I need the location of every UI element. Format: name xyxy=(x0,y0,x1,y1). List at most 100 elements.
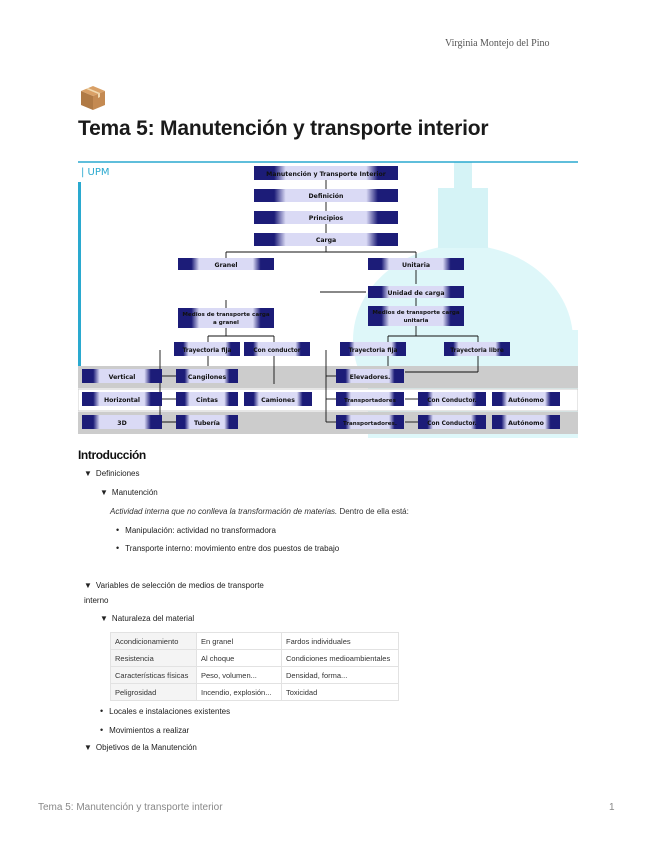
cell-con-conductor-h xyxy=(418,392,486,406)
cell-elevadores xyxy=(336,369,404,383)
svg-text:Principios: Principios xyxy=(309,215,344,222)
node-con-conductor-1 xyxy=(244,342,310,356)
svg-text:Con Conductor.: Con Conductor. xyxy=(427,421,476,427)
node-unitaria xyxy=(368,258,464,270)
cell-con-conductor-3d xyxy=(418,415,486,429)
svg-text:Cintas: Cintas xyxy=(196,397,218,404)
triangle-down-icon: ▼ xyxy=(100,488,108,497)
cell-transportadores-3d xyxy=(336,415,404,429)
package-box-icon xyxy=(78,83,108,113)
svg-text:Trayectoria libre: Trayectoria libre xyxy=(450,348,504,354)
definition-text: Actividad interna que no conlleva la tra… xyxy=(110,507,409,516)
svg-text:Unitaria: Unitaria xyxy=(402,262,430,269)
table-row: Peligrosidad Incendio, explosión... Toxi… xyxy=(110,683,399,701)
node-trayectoria-libre xyxy=(444,342,510,356)
upm-logo: | UPM xyxy=(81,167,110,178)
triangle-down-icon: ▼ xyxy=(84,469,92,478)
footer-title: Tema 5: Manutención y transporte interio… xyxy=(38,802,223,813)
cell-cangilones xyxy=(176,369,238,383)
list-item: Locales e instalaciones existentes xyxy=(100,706,230,716)
toggle-variables-continued: interno xyxy=(84,596,109,605)
cell-transportadores-h xyxy=(336,392,404,406)
svg-text:Unidad de carga: Unidad de carga xyxy=(387,290,444,297)
cell-autonomo-h xyxy=(492,392,560,406)
svg-text:Transportadores.: Transportadores. xyxy=(343,421,397,427)
cell-cintas xyxy=(176,392,238,406)
svg-text:Con Conductor.: Con Conductor. xyxy=(427,398,476,404)
toggle-label: Definiciones xyxy=(95,469,140,478)
svg-text:3D: 3D xyxy=(117,420,126,427)
table-cell: Resistencia xyxy=(110,649,197,667)
material-properties-table: Acondicionamiento En granel Fardos indiv… xyxy=(110,632,399,701)
toggle-naturaleza[interactable]: ▼Naturaleza del material xyxy=(100,614,194,623)
table-cell: Condiciones medioambientales xyxy=(281,649,399,667)
triangle-down-icon: ▼ xyxy=(100,614,108,623)
toggle-label: Variables de selección de medios de tran… xyxy=(95,581,264,590)
svg-text:unitaria: unitaria xyxy=(404,318,429,324)
svg-text:Definición: Definición xyxy=(309,192,344,200)
node-principios xyxy=(254,211,398,224)
svg-text:Carga: Carga xyxy=(316,237,336,244)
svg-text:Tubería: Tubería xyxy=(194,419,220,427)
table-cell: Incendio, explosión... xyxy=(196,683,282,701)
node-unidad-carga xyxy=(368,286,464,298)
toggle-manutencion[interactable]: ▼Manutención xyxy=(100,488,158,497)
cell-tuberia xyxy=(176,415,238,429)
table-cell: Acondicionamiento xyxy=(110,632,197,650)
toggle-label: Naturaleza del material xyxy=(111,614,195,623)
svg-text:Con conductor: Con conductor xyxy=(253,348,300,354)
triangle-down-icon: ▼ xyxy=(84,743,92,752)
author-name: Virginia Montejo del Pino xyxy=(445,38,550,49)
table-cell: En granel xyxy=(196,632,282,650)
table-row: Características físicas Peso, volumen...… xyxy=(110,666,399,684)
svg-text:Medios de transporte carga: Medios de transporte carga xyxy=(372,310,460,316)
svg-text:Camiones: Camiones xyxy=(261,397,295,404)
table-cell: Peligrosidad xyxy=(110,683,197,701)
toggle-label: Objetivos de la Manutención xyxy=(95,743,197,752)
svg-text:Horizontal: Horizontal xyxy=(104,397,140,404)
row-label-vertical xyxy=(82,369,162,383)
table-cell: Características físicas xyxy=(110,666,197,684)
svg-text:Autónomo: Autónomo xyxy=(508,419,544,427)
svg-text:a granel: a granel xyxy=(213,320,239,326)
svg-text:Manutención y Transporte Inter: Manutención y Transporte Interior xyxy=(266,170,387,178)
table-row: Acondicionamiento En granel Fardos indiv… xyxy=(110,632,399,650)
manutencion-diagram: | UPM xyxy=(78,160,578,438)
row-label-3d xyxy=(82,415,162,429)
table-row: Resistencia Al choque Condiciones medioa… xyxy=(110,649,399,667)
cell-autonomo-3d xyxy=(492,415,560,429)
list-item: Manipulación: actividad no transformador… xyxy=(116,525,276,535)
cell-camiones xyxy=(244,392,312,406)
triangle-down-icon: ▼ xyxy=(84,581,92,590)
node-medios-granel xyxy=(178,308,274,328)
row-label-horizontal xyxy=(82,392,162,406)
table-cell: Fardos individuales xyxy=(281,632,399,650)
list-item: Transporte interno: movimiento entre dos… xyxy=(116,543,339,553)
section-heading-introduccion: Introducción xyxy=(78,448,146,462)
definition-rest: Dentro de ella está: xyxy=(337,507,409,516)
toggle-label: Manutención xyxy=(111,488,158,497)
svg-text:Transportadores: Transportadores xyxy=(344,398,396,404)
svg-text:Vertical: Vertical xyxy=(109,374,136,381)
table-cell: Toxicidad xyxy=(281,683,399,701)
toggle-objetivos[interactable]: ▼Objetivos de la Manutención xyxy=(84,743,197,752)
svg-text:Trayectoria fija: Trayectoria fija xyxy=(183,348,232,354)
svg-text:Cangilones: Cangilones xyxy=(188,374,227,381)
definition-italic: Actividad interna que no conlleva la tra… xyxy=(110,507,338,516)
node-trayectoria-fija-1 xyxy=(174,342,240,356)
table-cell: Al choque xyxy=(196,649,282,667)
list-item: Movimientos a realizar xyxy=(100,725,189,735)
node-granel xyxy=(178,258,274,270)
node-carga xyxy=(254,233,398,246)
svg-text:Trayectoria fija: Trayectoria fija xyxy=(349,348,398,354)
node-medios-unitaria xyxy=(368,306,464,326)
page-title: Tema 5: Manutención y transporte interio… xyxy=(78,117,489,140)
node-definicion xyxy=(254,189,398,202)
toggle-definiciones[interactable]: ▼Definiciones xyxy=(84,469,140,478)
node-trayectoria-fija-2 xyxy=(340,342,406,356)
table-cell: Peso, volumen... xyxy=(196,666,282,684)
svg-text:Autónomo: Autónomo xyxy=(508,396,544,404)
svg-text:Medios de transporte carga: Medios de transporte carga xyxy=(182,312,270,318)
toggle-variables[interactable]: ▼Variables de selección de medios de tra… xyxy=(84,581,264,590)
node-manutencion xyxy=(254,166,398,180)
